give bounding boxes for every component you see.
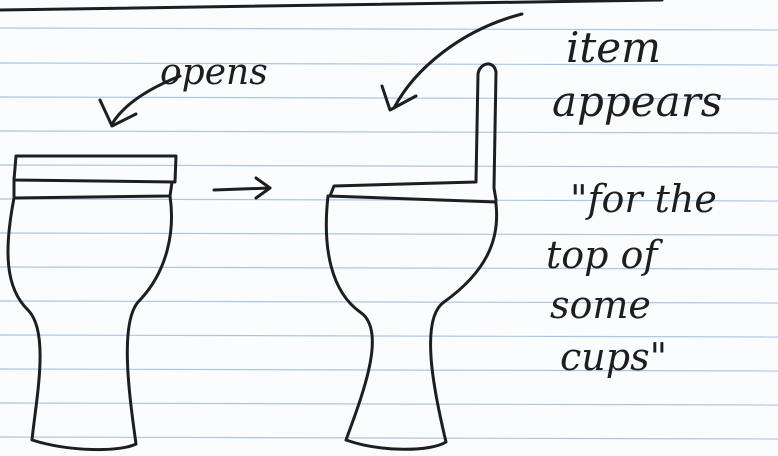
opens-arrow-shaft <box>110 74 182 126</box>
cup-open <box>324 62 499 451</box>
label-opens: opens <box>160 52 268 93</box>
cup-body-left <box>6 194 173 452</box>
raised-item <box>328 62 498 202</box>
cup-lid-closed <box>12 154 178 184</box>
label-item: item <box>566 23 661 72</box>
transition-arrow-shaft <box>212 186 272 192</box>
cup-body-right <box>324 194 499 451</box>
appears-arrow-shaft <box>392 12 524 110</box>
opens-arrow-head <box>98 98 138 128</box>
transition-arrow-head <box>254 176 272 200</box>
label-quote-4: cups" <box>560 335 667 379</box>
label-appears: appears <box>552 77 722 126</box>
label-quote-2: top of <box>546 233 663 277</box>
label-quote-3: some <box>550 283 651 327</box>
appears-arrow-head <box>380 84 418 112</box>
label-quote-1: "for the <box>570 177 717 221</box>
top-stroke <box>0 0 664 12</box>
cup-closed <box>6 154 178 452</box>
